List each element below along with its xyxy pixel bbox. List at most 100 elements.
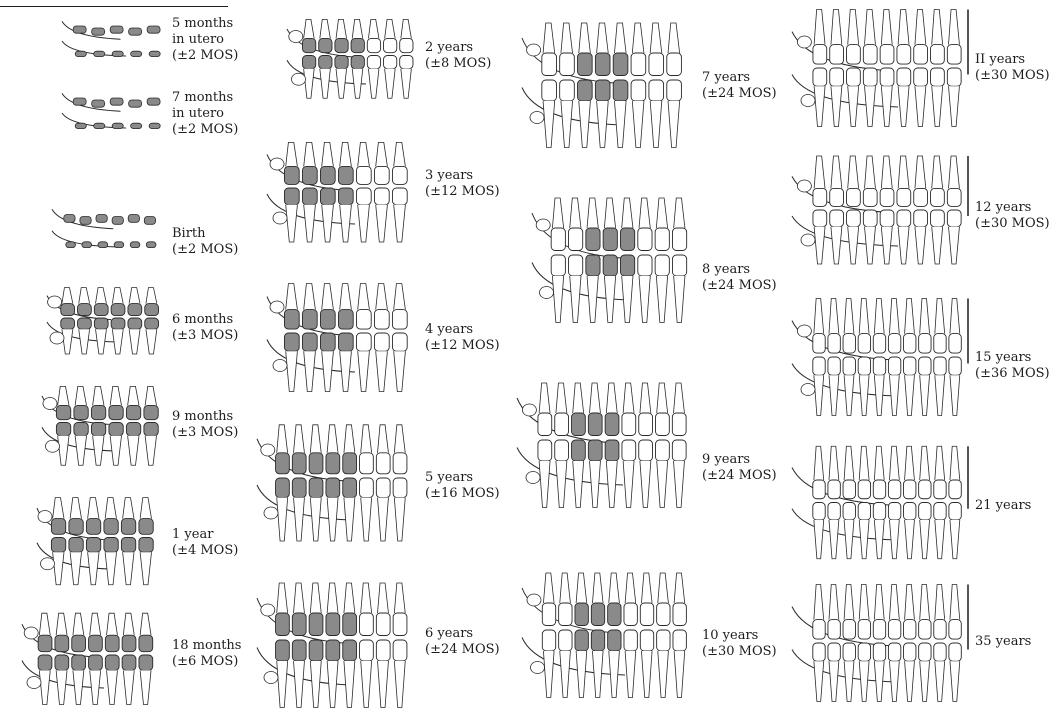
tooth-crown xyxy=(858,334,870,354)
jaw-outline xyxy=(532,213,621,258)
tooth-root xyxy=(865,86,876,126)
tooth-crown xyxy=(934,334,946,354)
tooth-root xyxy=(358,142,370,166)
tooth-crown xyxy=(319,56,332,69)
jaw-illustration xyxy=(520,5,690,155)
tooth-root xyxy=(932,86,943,126)
tooth-root xyxy=(950,520,960,559)
jaw-outline xyxy=(22,661,104,689)
tooth-crown xyxy=(139,635,153,652)
tooth-root xyxy=(105,552,116,585)
tooth-crown xyxy=(335,38,348,52)
tooth-crown xyxy=(586,255,600,276)
tooth-crown xyxy=(603,228,617,251)
tooth-root xyxy=(889,375,899,415)
tooth-root xyxy=(949,86,960,126)
tooth-root xyxy=(39,613,50,635)
tooth-crown xyxy=(843,357,855,375)
tooth-crown xyxy=(86,538,100,553)
tooth-crown xyxy=(608,603,621,626)
tooth-root xyxy=(814,375,824,415)
tooth-root xyxy=(543,573,554,603)
tooth-root xyxy=(587,276,598,323)
tooth-root xyxy=(656,276,667,323)
tooth-crown xyxy=(326,613,340,636)
tooth-crown xyxy=(309,613,323,636)
age-label: 6 years (±24 MOS) xyxy=(425,626,500,658)
tooth-crown xyxy=(931,210,945,227)
age-label: 4 years (±12 MOS) xyxy=(425,322,500,354)
tooth-root xyxy=(112,288,123,304)
tooth-root xyxy=(905,299,915,334)
tooth-root xyxy=(378,661,389,708)
tooth-root xyxy=(848,86,859,126)
developing-tooth xyxy=(50,332,64,344)
tooth-crown xyxy=(873,357,885,375)
tooth-root xyxy=(592,573,603,603)
tooth-root xyxy=(576,573,587,603)
tooth-crown xyxy=(538,413,552,436)
jaw-outline xyxy=(522,638,625,676)
tooth-root xyxy=(898,227,909,264)
tooth-crown xyxy=(400,56,413,69)
tooth-crown xyxy=(934,503,946,521)
jaw-outline xyxy=(52,209,113,229)
tooth-root xyxy=(378,425,389,453)
jaw-illustration xyxy=(790,292,970,422)
tooth-root xyxy=(915,86,926,126)
developing-tooth xyxy=(797,180,811,192)
tooth-root xyxy=(950,299,960,334)
tooth-crown xyxy=(657,603,670,626)
jaw-illustration xyxy=(255,565,415,715)
tooth-root xyxy=(277,498,288,541)
tooth-root xyxy=(401,69,412,98)
jaw-illustration xyxy=(255,408,415,548)
tooth-root xyxy=(935,520,945,559)
tooth-crown xyxy=(374,333,389,351)
tooth-crown xyxy=(949,620,961,640)
tooth-crown xyxy=(880,210,894,227)
tooth-root xyxy=(327,583,338,613)
tooth-germ xyxy=(98,242,108,248)
tooth-root xyxy=(286,142,298,166)
developing-tooth xyxy=(801,234,815,246)
tooth-root xyxy=(874,585,884,620)
tooth-root xyxy=(829,585,839,620)
tooth-crown xyxy=(302,333,317,351)
tooth-crown xyxy=(128,304,142,316)
tooth-crown xyxy=(947,45,961,65)
dentition-drawing xyxy=(790,150,970,270)
tooth-crown xyxy=(343,640,357,661)
tooth-crown xyxy=(873,643,885,661)
tooth-root xyxy=(105,498,116,519)
tooth-root xyxy=(658,651,669,698)
developing-tooth xyxy=(536,219,550,231)
tooth-crown xyxy=(613,80,628,101)
tooth-crown xyxy=(624,603,637,626)
tooth-root xyxy=(814,156,825,188)
tooth-crown xyxy=(949,357,961,375)
tooth-crown xyxy=(595,80,610,101)
tooth-root xyxy=(352,69,363,98)
tooth-root xyxy=(889,520,899,559)
tooth-crown xyxy=(620,255,634,276)
tooth-crown xyxy=(335,56,348,69)
tooth-root xyxy=(53,552,64,585)
tooth-root xyxy=(604,198,615,228)
dentition-drawing xyxy=(255,565,415,715)
jaw-outline xyxy=(792,321,889,360)
jaw-outline xyxy=(792,509,898,540)
tooth-root xyxy=(62,288,73,304)
tooth-germ xyxy=(131,123,142,128)
tooth-root xyxy=(140,552,151,585)
tooth-root xyxy=(294,661,305,708)
tooth-root xyxy=(656,198,667,228)
tooth-root xyxy=(556,383,567,413)
tooth-crown xyxy=(56,405,70,419)
tooth-root xyxy=(932,156,943,188)
tooth-root xyxy=(915,227,926,264)
tooth-crown xyxy=(551,255,565,276)
tooth-crown xyxy=(393,453,407,474)
tooth-root xyxy=(344,425,355,453)
jaw-outline xyxy=(42,396,109,425)
